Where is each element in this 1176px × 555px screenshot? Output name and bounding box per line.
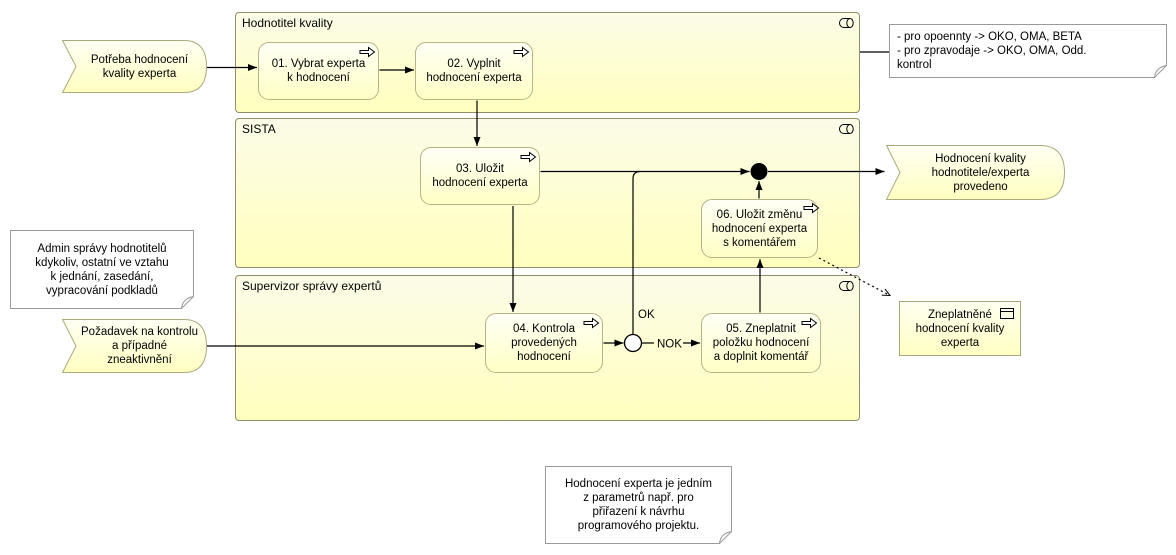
process-arrow-icon xyxy=(803,202,820,214)
note-text: - pro opoennty -> OKO, OMA, BETA - pro z… xyxy=(897,31,1087,71)
process-03-ulozit-hodnoceni[interactable]: 03. Uložit hodnocení experta xyxy=(420,147,540,205)
event-label: Potřeba hodnocení kvality experta xyxy=(90,53,189,80)
lane-title: Supervizor správy expertů xyxy=(242,279,382,293)
process-arrow-icon xyxy=(801,317,818,329)
process-02-vyplnit-hodnoceni[interactable]: 02. Vyplnit hodnocení experta xyxy=(415,42,533,100)
note-pro-oponenty[interactable]: - pro opoennty -> OKO, OMA, BETA - pro z… xyxy=(889,24,1167,78)
process-label: 01. Vybrat experta k hodnocení xyxy=(271,58,366,84)
process-label: 05. Zneplatnit položku hodnocení a dopln… xyxy=(712,323,810,363)
business-object-zneplatnene-hodnoceni[interactable]: Zneplatněné hodnocení kvality experta xyxy=(899,301,1021,356)
process-label: 06. Uložit změnu hodnocení experta s kom… xyxy=(711,208,808,249)
event-shape xyxy=(62,319,207,373)
business-object-label: Zneplatněné hodnocení kvality experta xyxy=(915,308,1005,349)
event-hodnoceni-provedeno[interactable]: Hodnocení kvality hodnotitele/experta pr… xyxy=(886,145,1065,200)
business-role-icon xyxy=(839,281,854,291)
process-arrow-icon xyxy=(583,317,600,329)
note-admin-spravy[interactable]: Admin správy hodnotitelů kdykoliv, ostat… xyxy=(10,230,194,309)
process-arrow-icon xyxy=(513,46,530,58)
process-label: 03. Uložit hodnocení experta xyxy=(432,163,528,189)
process-04-kontrola-hodnoceni[interactable]: 04. Kontrola provedených hodnocení xyxy=(485,313,603,373)
event-shape xyxy=(886,145,1065,200)
process-arrow-icon xyxy=(359,46,376,58)
note-text: Hodnocení experta je jedním z parametrů … xyxy=(564,478,713,532)
process-label: 04. Kontrola provedených hodnocení xyxy=(511,323,577,363)
business-object-icon xyxy=(1000,308,1014,319)
process-01-vybrat-experta[interactable]: 01. Vybrat experta k hodnocení xyxy=(258,42,379,100)
process-05-zneplatnit-polozku[interactable]: 05. Zneplatnit položku hodnocení a dopln… xyxy=(701,313,821,373)
process-label: 02. Vyplnit hodnocení experta xyxy=(426,58,522,84)
note-shape xyxy=(545,466,732,544)
event-label: Požadavek na kontrolu a případné zneakti… xyxy=(81,326,198,366)
event-shape xyxy=(62,40,207,93)
process-06-ulozit-zmenu[interactable]: 06. Uložit změnu hodnocení experta s kom… xyxy=(701,199,820,258)
event-label: Hodnocení kvality hodnotitele/experta pr… xyxy=(931,152,1030,193)
event-potreba-hodnoceni[interactable]: Potřeba hodnocení kvality experta xyxy=(62,40,207,93)
note-shape xyxy=(10,230,194,309)
event-pozadavek-na-kontrolu[interactable]: Požadavek na kontrolu a případné zneakti… xyxy=(62,319,207,373)
note-text: Admin správy hodnotitelů kdykoliv, ostat… xyxy=(35,242,169,297)
lane-title: Hodnotitel kvality xyxy=(242,16,333,30)
business-role-icon xyxy=(839,124,854,134)
process-arrow-icon xyxy=(520,151,537,163)
note-hodnoceni-experta[interactable]: Hodnocení experta je jedním z parametrů … xyxy=(545,466,732,544)
lane-title: SISTA xyxy=(242,122,276,136)
business-role-icon xyxy=(839,18,854,28)
note-shape xyxy=(889,24,1167,78)
